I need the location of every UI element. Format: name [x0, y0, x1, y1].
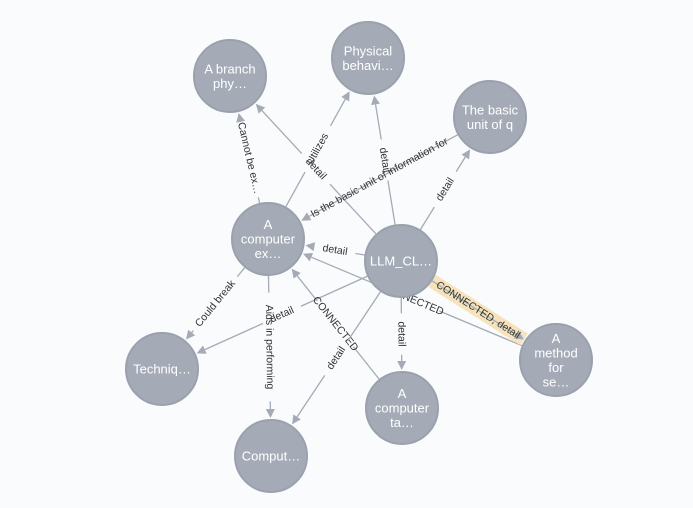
edge-line [236, 267, 246, 278]
arrow-head-icon [186, 329, 196, 340]
edge-line [352, 346, 380, 380]
node-physical_behavi[interactable]: Physicalbehavi… [331, 21, 405, 95]
node-circle[interactable] [519, 323, 593, 397]
edge-label: detail [395, 321, 407, 346]
edge-label: detail [434, 176, 457, 204]
node-label: A [264, 217, 273, 232]
edge-llm-to-method_for[interactable]: CONNECTED, detail [428, 275, 528, 346]
node-techniq[interactable]: Techniq… [125, 332, 199, 406]
arrow-head-icon [397, 360, 407, 371]
edge-line [308, 134, 458, 217]
node-label: phy… [213, 76, 247, 91]
node-label: LLM_CL… [370, 254, 432, 269]
node-label: computer [241, 232, 296, 247]
node-circle[interactable] [365, 371, 439, 445]
node-label: ta… [390, 415, 414, 430]
edge-line [347, 291, 382, 342]
edge-line [419, 206, 435, 230]
arrow-head-icon [341, 91, 350, 102]
node-circle[interactable] [234, 419, 308, 493]
edge-line [257, 197, 261, 204]
node-label: Physical [344, 43, 393, 58]
arrow-head-icon [461, 149, 471, 160]
node-circle[interactable] [331, 21, 405, 95]
arrow-head-icon [303, 253, 314, 262]
arrow-head-icon [513, 330, 524, 340]
edge-label: detail [377, 147, 393, 174]
edge-computer_ex-to-physical_behavi[interactable]: Utilizes [285, 91, 350, 207]
edge-llm-to-computer_ta[interactable]: detail [395, 297, 408, 371]
node-label: method [534, 345, 577, 360]
node-label: computer [375, 401, 430, 416]
node-circle[interactable] [364, 224, 438, 298]
edge-label: CONNECTED, detail [434, 279, 523, 342]
node-label: se… [543, 374, 570, 389]
node-circle[interactable] [125, 332, 199, 406]
node-circle[interactable] [231, 202, 305, 276]
edge-line [296, 375, 326, 418]
edge-label: CONNECTED [310, 294, 361, 354]
node-comput[interactable]: Comput… [234, 419, 308, 493]
edge-line [204, 322, 264, 351]
edge-line [261, 110, 303, 155]
edge-llm-to-basic_unit[interactable]: detail [419, 149, 471, 230]
node-label: A [552, 331, 561, 346]
edge-label: Cannot be ex… [235, 121, 263, 195]
edge-line [387, 180, 396, 225]
edge-line [455, 156, 466, 173]
node-label: behavi… [342, 58, 393, 73]
node-circle[interactable] [193, 39, 267, 113]
edge-line [431, 280, 517, 336]
edge-line [296, 275, 318, 302]
edge-line [439, 310, 523, 347]
node-label: Techniq… [133, 362, 191, 377]
arrow-head-icon [236, 113, 246, 123]
arrow-head-icon [371, 95, 380, 106]
arrow-head-icon [305, 242, 316, 252]
edge-llm-to-computer_ex[interactable]: detail [305, 242, 365, 258]
node-label: for [548, 360, 564, 375]
edge-label: detail [324, 344, 348, 372]
node-label: A [398, 386, 407, 401]
arrow-head-icon [291, 268, 301, 279]
edge-label: Aids in performing [263, 305, 276, 390]
edge-computer_ex-to-techniq[interactable]: Could break [186, 267, 246, 340]
edge-line [329, 98, 346, 127]
node-circle[interactable] [453, 80, 527, 154]
arrow-head-icon [301, 212, 312, 221]
edge-line [191, 330, 194, 333]
node-computer_ex[interactable]: Acomputerex… [231, 202, 305, 276]
node-branch_phy[interactable]: A branchphy… [193, 39, 267, 113]
arrow-head-icon [265, 408, 275, 419]
edge-label: detail [322, 242, 349, 258]
node-label: ex… [255, 246, 282, 261]
node-label: A branch [204, 61, 255, 76]
node-label: unit of q [467, 117, 513, 132]
edge-computer_ex-to-branch_phy[interactable]: Cannot be ex… [235, 113, 263, 204]
edge-label: Could break [193, 277, 239, 329]
node-llm[interactable]: LLM_CL… [364, 224, 438, 298]
edge-line [374, 104, 382, 140]
edge-line [285, 171, 306, 207]
edge-line [300, 275, 368, 307]
edge-line [329, 183, 377, 235]
node-label: The basic [462, 102, 519, 117]
edge-computer_ex-to-comput[interactable]: Aids in performing [263, 275, 276, 419]
edge-llm-to-physical_behavi[interactable]: detail [371, 95, 396, 225]
node-method_for[interactable]: Amethodforse… [519, 323, 593, 397]
arrow-head-icon [292, 414, 301, 425]
arrow-head-icon [196, 345, 207, 354]
edge-line [355, 252, 365, 256]
arrow-head-icon [255, 103, 266, 114]
edge-label: detail [303, 156, 329, 183]
node-computer_ta[interactable]: Acomputerta… [365, 371, 439, 445]
node-label: Comput… [242, 449, 301, 464]
